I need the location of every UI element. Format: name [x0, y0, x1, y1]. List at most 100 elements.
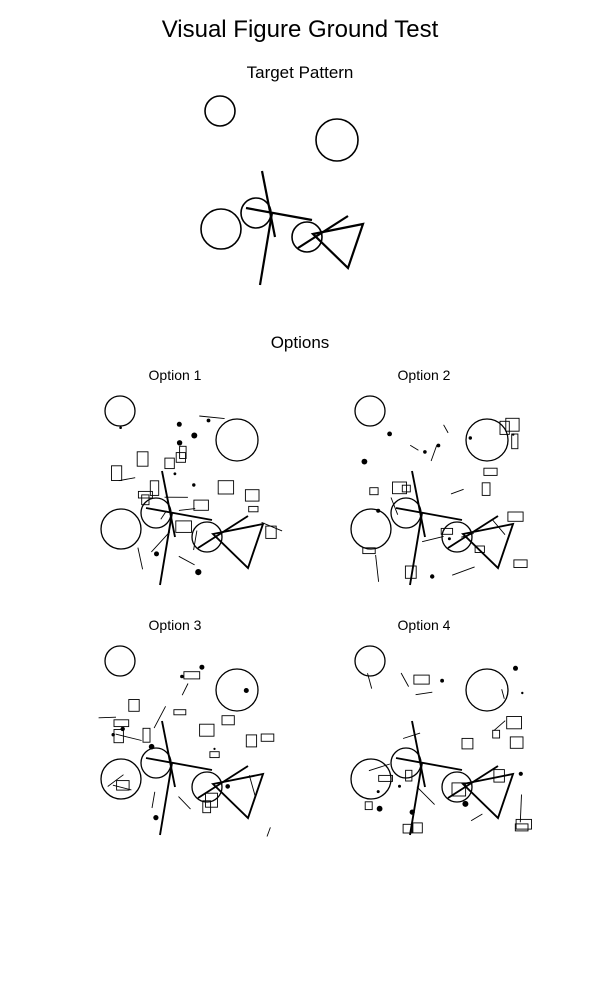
distractor-line: [98, 716, 117, 719]
distractor-dot: [518, 771, 523, 776]
figure-line: [145, 507, 213, 521]
figure-line: [161, 470, 176, 538]
distractor-line: [443, 424, 449, 434]
option-3-pattern: [100, 645, 265, 836]
target-pattern: [200, 95, 365, 286]
distractor-rect: [111, 465, 123, 481]
figure-triangle: [310, 222, 365, 271]
option-3-distractors: [98, 664, 275, 837]
distractor-line: [491, 519, 506, 535]
distractor-line: [390, 497, 399, 515]
figure-line: [145, 757, 213, 771]
distractor-dot: [409, 809, 415, 815]
distractor-dot: [468, 436, 472, 440]
distractor-line: [421, 535, 444, 543]
distractor-dot: [398, 784, 401, 788]
distractor-line: [178, 796, 191, 810]
distractor-dot: [154, 551, 159, 557]
distractor-dot: [361, 458, 368, 465]
distractor-dot: [512, 433, 515, 436]
distractor-rect: [116, 780, 130, 791]
distractor-rect: [141, 494, 150, 506]
figure-small-circle: [354, 395, 386, 427]
distractor-rect: [404, 565, 417, 579]
distractor-rect: [248, 505, 259, 513]
distractor-line: [181, 683, 189, 696]
figure-triangle: [461, 522, 515, 570]
figure-line: [260, 170, 277, 238]
option-2-label[interactable]: Option 2: [397, 367, 451, 383]
distractor-line: [368, 763, 391, 772]
distractor-line: [199, 415, 225, 420]
distractor-rect: [513, 559, 528, 568]
figure-left-circle: [100, 758, 142, 800]
distractor-rect: [205, 792, 218, 808]
distractor-line: [402, 732, 421, 739]
option-3-label[interactable]: Option 3: [148, 617, 202, 633]
distractor-rect: [405, 769, 413, 782]
distractor-rect: [183, 671, 201, 680]
distractor-dot: [376, 790, 380, 794]
distractor-rect: [362, 547, 376, 555]
distractor-line: [501, 689, 505, 699]
distractor-dot: [176, 440, 183, 446]
distractor-rect: [483, 467, 498, 476]
distractor-rect: [514, 823, 529, 832]
distractor-dot: [521, 691, 524, 695]
figure-small-circle: [354, 645, 386, 677]
distractor-rect: [164, 457, 175, 470]
figure-right-circle: [191, 771, 223, 803]
figure-line: [411, 720, 426, 788]
distractor-dot: [120, 726, 125, 732]
figure-line: [161, 720, 176, 788]
figure-line: [197, 515, 249, 549]
distractor-rect: [113, 719, 130, 728]
distractor-line: [416, 786, 435, 805]
figure-line: [411, 470, 426, 538]
distractor-line: [178, 555, 195, 566]
figure-right-circle: [191, 521, 223, 553]
distractor-rect: [499, 420, 510, 435]
distractor-dot: [243, 688, 249, 693]
distractor-line: [452, 566, 475, 576]
figure-middle-circle: [140, 747, 172, 779]
distractor-line: [409, 444, 419, 451]
distractor-line: [248, 775, 256, 797]
figure-line: [447, 515, 499, 549]
distractor-rect: [173, 709, 187, 716]
distractor-dot: [376, 805, 383, 812]
distractor-rect: [209, 751, 220, 759]
distractor-dot: [119, 426, 122, 429]
figure-line: [395, 507, 463, 521]
distractor-line: [193, 530, 198, 551]
option-4-distractors: [364, 665, 532, 834]
option-1-distractors: [111, 415, 283, 576]
distractor-dot: [436, 443, 441, 448]
distractor-dot: [225, 784, 230, 789]
figure-line: [447, 765, 499, 799]
option-1-label[interactable]: Option 1: [148, 367, 202, 383]
distractor-line: [519, 794, 522, 823]
distractor-rect: [199, 723, 215, 737]
distractor-dot: [180, 674, 184, 679]
distractor-line: [153, 706, 166, 729]
distractor-line: [430, 444, 438, 462]
figure-line: [409, 762, 423, 836]
figure-left-circle: [100, 508, 142, 550]
distractor-rect: [511, 433, 519, 450]
distractor-dot: [111, 733, 115, 737]
distractor-line: [112, 784, 132, 791]
distractor-dot: [430, 574, 435, 579]
figure-line: [258, 212, 274, 286]
distractor-rect: [175, 520, 192, 533]
distractor-dot: [153, 815, 159, 821]
distractor-rect: [244, 489, 260, 502]
distractor-dot: [447, 537, 451, 541]
distractor-rect: [217, 480, 235, 495]
distractor-dot: [513, 665, 518, 671]
figure-small-circle: [204, 95, 236, 127]
distractor-line: [450, 488, 464, 495]
figure-left-circle: [350, 758, 392, 800]
figure-line: [409, 512, 423, 586]
distractor-line: [266, 827, 271, 837]
